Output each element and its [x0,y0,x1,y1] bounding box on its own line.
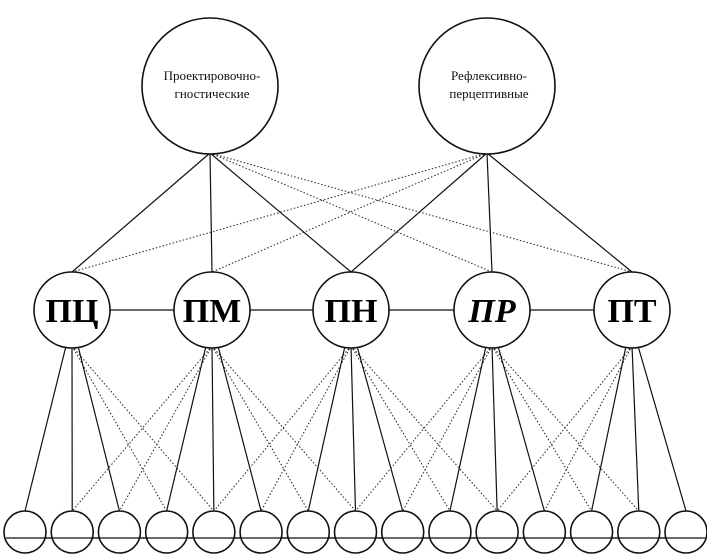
bottom-node [616,510,661,554]
mid-bottom-dotted-line [260,345,352,512]
top-mid-solid-line [71,152,211,273]
mid-node-circle [33,271,111,349]
mid-bottom-solid-line [217,345,262,512]
mid-node-pc: ПЦ [33,271,111,349]
mid-bottom-solid-line [631,345,640,512]
mid-bottom-dotted-line [402,345,493,512]
mid-bottom-solid-line [166,345,207,512]
bottom-node [286,510,331,554]
top-mid-solid-line [486,152,493,273]
mid-bottom-dotted-line [118,345,213,512]
mid-node-label: ПЦ [46,293,99,330]
mid-bottom-solid-line [307,345,346,512]
edges-layer [6,152,705,539]
bottom-node [239,510,283,554]
mid-bottom-solid-line [449,345,487,512]
bottom-node [192,510,236,554]
mid-node-circle [593,271,671,349]
top-node-label-line2: гностические [175,86,250,101]
mid-bottom-dotted-line [71,345,215,512]
top-mid-dotted-line [211,152,488,273]
top-mid-solid-line [350,152,488,273]
mid-bottom-solid-line [77,345,121,512]
mid-bottom-solid-line [356,345,404,512]
mid-node-circle [453,271,531,349]
top-node-circle [141,17,279,155]
bottom-node [50,510,95,554]
nodes-layer: Проектировочно- гностические Рефлексивно… [33,17,671,349]
top-node-design-diagnostic: Проектировочно- гностические [141,17,279,155]
bottom-node [144,510,189,554]
bottom-node [664,510,707,554]
mid-bottom-solid-line [211,345,215,512]
mid-bottom-dotted-line [491,345,592,512]
bottom-node [569,510,614,554]
mid-node-label: ПР [467,293,515,330]
mid-bottom-solid-line [24,345,67,512]
bottom-node [522,510,567,554]
top-mid-solid-line [209,152,213,273]
mid-bottom-solid-line [350,345,357,512]
top-node-label-line1: Проектировочно- [164,68,261,83]
mid-bottom-dotted-line [71,345,213,512]
mid-bottom-dotted-line [211,345,356,512]
top-node-circle [418,17,556,155]
bottom-node [428,510,472,554]
top-node-reflexive-perceptive: Рефлексивно- перцептивные [418,17,556,155]
mid-node-pt: ПТ [593,271,671,349]
mid-node-pn: ПН [312,271,390,349]
top-node-label-line1: Рефлексивно- [451,68,527,83]
mid-bottom-dotted-line [71,345,168,512]
bottom-node [475,510,519,554]
mid-bottom-dotted-line [543,345,633,512]
mid-bottom-dotted-line [211,345,309,512]
top-mid-dotted-line [71,152,488,273]
mid-bottom-dotted-line [350,345,498,512]
mid-bottom-dotted-line [355,345,493,512]
top-mid-solid-line [486,152,633,273]
top-mid-dotted-line [209,152,633,273]
bottom-node [333,510,378,554]
mid-node-pr: ПР [453,271,531,349]
mid-bottom-dotted-line [213,345,352,512]
mid-node-label: ПТ [607,293,656,330]
mid-bottom-dotted-line [350,345,451,512]
top-node-label-line2: перцептивные [449,86,528,101]
mid-bottom-solid-line [590,345,627,512]
bottom-node [380,510,425,554]
mid-node-circle [173,271,251,349]
bottom-node [3,510,47,554]
mid-node-pm: ПМ [173,271,251,349]
bottom-nodes-layer [3,510,707,554]
mid-bottom-solid-line [637,345,687,512]
mid-node-label: ПН [325,293,378,330]
mid-bottom-dotted-line [491,345,640,512]
mid-bottom-solid-line [497,345,545,512]
bottom-node [97,510,142,554]
mid-bottom-dotted-line [496,345,633,512]
mid-node-circle [312,271,390,349]
mid-bottom-solid-line [491,345,498,512]
mid-node-label: ПМ [183,293,242,330]
